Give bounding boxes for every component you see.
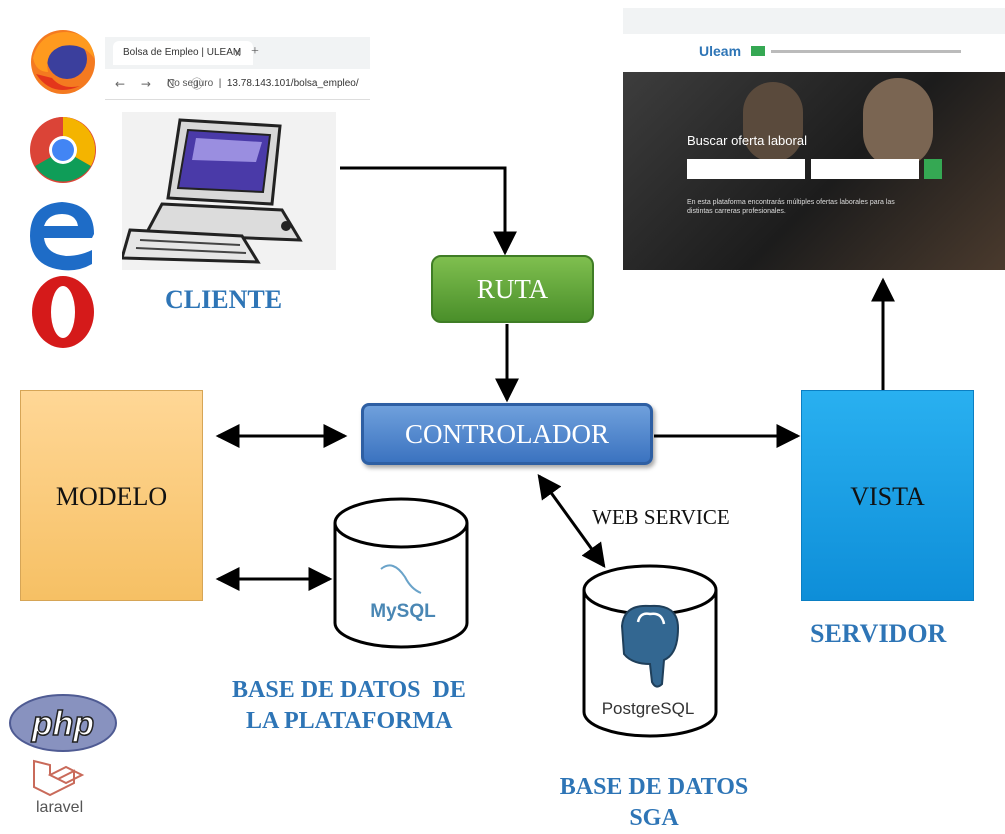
preview-search-input xyxy=(687,159,805,179)
postgres-caption: BASE DE DATOS SGA xyxy=(540,772,768,834)
mysql-database-icon: MySQL xyxy=(333,497,469,649)
mysql-logo: MySQL xyxy=(370,601,436,622)
arrow-cliente-ruta xyxy=(340,166,517,256)
mysql-caption-line1: BASE DE DATOS DE xyxy=(232,677,466,703)
browser-window: Bolsa de Empleo | ULEAM x + ← → C ⓘ No s… xyxy=(105,37,370,100)
php-logo-text: php xyxy=(31,705,94,743)
postgres-logo: PostgreSQL xyxy=(602,699,695,718)
opera-icon xyxy=(32,276,94,348)
web-service-label: WEB SERVICE xyxy=(592,505,730,529)
preview-header: Uleam xyxy=(623,34,1005,72)
computer-icon xyxy=(122,112,336,270)
hero-description: En esta plataforma encontrarás múltiples… xyxy=(687,199,895,215)
arrow-controlador-postgres xyxy=(537,474,606,568)
browser-tab[interactable]: Bolsa de Empleo | ULEAM x xyxy=(113,41,253,65)
hero-title: Buscar oferta laboral xyxy=(687,133,807,148)
postgres-database-icon: PostgreSQL xyxy=(582,564,718,738)
controlador-node: CONTROLADOR xyxy=(361,403,653,465)
postgres-caption-line2: SGA xyxy=(629,805,679,831)
preview-search-button xyxy=(924,159,942,179)
security-label: No seguro xyxy=(167,78,214,89)
php-logo: php xyxy=(9,694,117,752)
mysql-caption-line2: LA PLATAFORMA xyxy=(246,708,453,734)
website-preview: Uleam Buscar oferta laboral En esta plat… xyxy=(623,8,1005,270)
laravel-logo xyxy=(33,759,85,797)
new-tab-icon[interactable]: + xyxy=(251,44,259,59)
client-label: CLIENTE xyxy=(165,285,283,314)
address-bar[interactable]: No seguro | 13.78.143.101/bolsa_empleo/ xyxy=(167,78,359,89)
close-icon[interactable]: x xyxy=(235,47,241,59)
person-silhouette xyxy=(863,78,933,168)
navigation-bar: ← → C ⓘ No seguro | 13.78.143.101/bolsa_… xyxy=(105,69,370,99)
edge-icon xyxy=(30,202,94,271)
navigation-icons[interactable]: ← → C ⓘ xyxy=(115,77,209,91)
browser-icons xyxy=(30,30,96,348)
tab-title: Bolsa de Empleo | ULEAM xyxy=(123,47,242,58)
preview-location-input xyxy=(811,159,919,179)
firefox-icon xyxy=(31,30,95,94)
mysql-caption: BASE DE DATOS DE LA PLATAFORMA xyxy=(232,675,466,737)
person-silhouette xyxy=(743,82,803,162)
laravel-logo-text: laravel xyxy=(36,799,84,816)
chrome-icon xyxy=(30,117,96,183)
ruta-node: RUTA xyxy=(431,255,594,323)
uleam-logo: Uleam xyxy=(699,43,742,59)
url-text: 13.78.143.101/bolsa_empleo/ xyxy=(226,78,359,89)
servidor-label: SERVIDOR xyxy=(810,619,947,648)
modelo-node: MODELO xyxy=(20,390,203,601)
vista-node: VISTA xyxy=(801,390,974,601)
preview-home-button xyxy=(751,46,765,56)
preview-menu xyxy=(771,50,961,53)
preview-browser-bar xyxy=(623,8,1005,34)
postgres-caption-line1: BASE DE DATOS xyxy=(559,774,749,800)
preview-hero: Buscar oferta laboral En esta plataforma… xyxy=(623,72,1005,270)
